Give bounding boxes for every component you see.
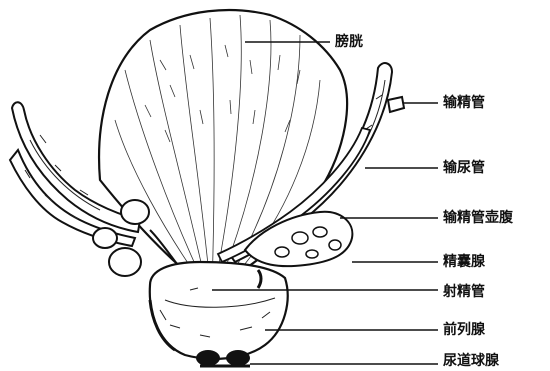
label-seminal-vesicle: 精囊腺 <box>443 254 485 270</box>
label-ejaculatory-duct: 射精管 <box>443 284 485 300</box>
label-bladder: 膀胱 <box>335 34 363 50</box>
label-bulbourethral-gland: 尿道球腺 <box>443 353 499 369</box>
prostate-drawing <box>150 262 288 359</box>
label-ampulla: 输精管壶腹 <box>443 210 513 226</box>
label-ureter: 输尿管 <box>443 160 485 176</box>
label-vas-deferens: 输精管 <box>443 95 485 111</box>
label-prostate: 前列腺 <box>443 322 485 338</box>
